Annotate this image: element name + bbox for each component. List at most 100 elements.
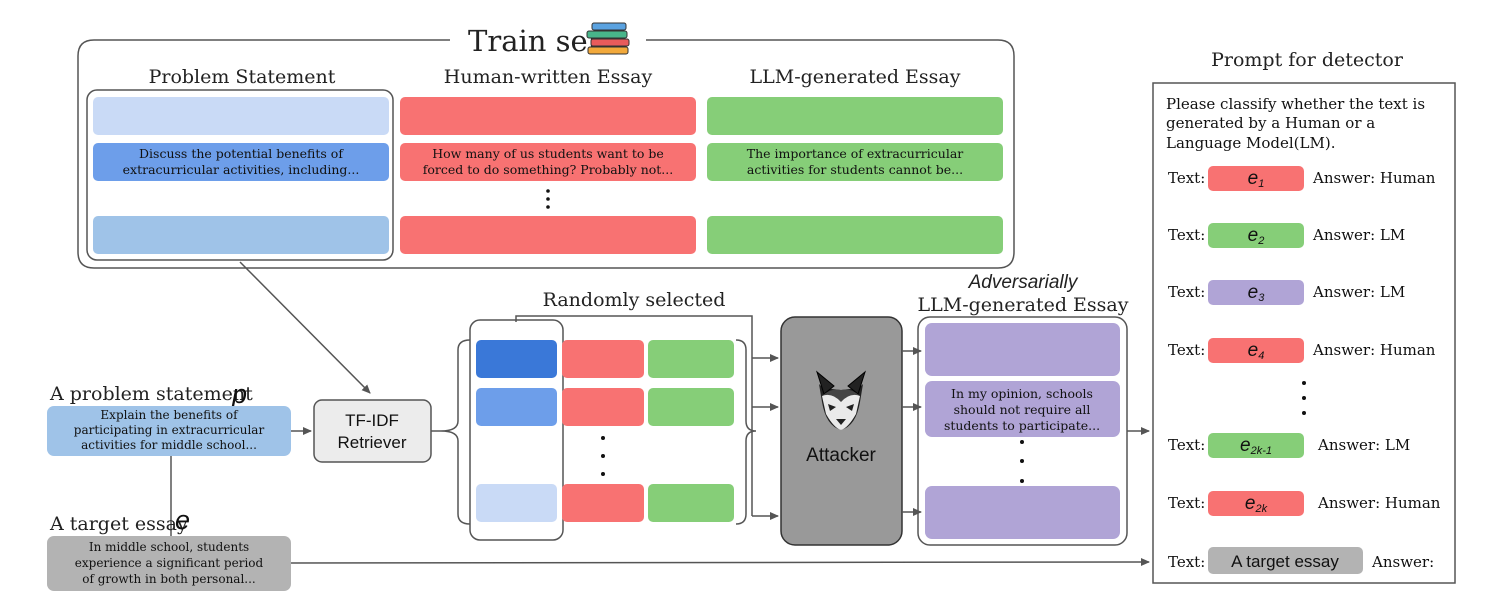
selected-llm-2 (648, 388, 734, 426)
problem-input-label: A problem statement (49, 383, 253, 405)
retriever-line-1: TF-IDF (345, 411, 399, 430)
prompt-example-row: Text: e2 Answer: LM (1168, 223, 1405, 248)
prompt-row-text-label: Text: (1168, 169, 1205, 187)
selected-problem-3 (476, 484, 557, 522)
prompt-row-essay-box (1208, 166, 1304, 191)
problem-example-line-1: Discuss the potential benefits of (139, 146, 344, 161)
prompt-row-text-label: Text: (1168, 436, 1205, 454)
prompt-target-row: Text: A target essay Answer: (1168, 547, 1434, 574)
selected-problem-1 (476, 340, 557, 378)
essay-symbol: e (175, 505, 190, 535)
prompt-row-essay-box (1208, 280, 1304, 305)
wolf-icon (816, 370, 866, 430)
left-brace (440, 339, 471, 525)
prompt-instruction-line-3: Language Model(LM). (1166, 134, 1335, 152)
problem-input-line-2: participating in extracurricular (74, 423, 265, 437)
randomly-selected-label: Randomly selected (543, 289, 726, 311)
target-essay-line-2: experience a significant period (75, 556, 264, 570)
prompt-row-answer: Answer: LM (1312, 226, 1405, 244)
retriever-line-2: Retriever (338, 433, 407, 452)
problem-row-2 (93, 143, 389, 181)
human-example-line-1: How many of us students want to be (432, 146, 664, 161)
prompt-row-essay-box (1208, 338, 1304, 363)
prompt-row-essay-symbol: e2 (1248, 225, 1265, 247)
prompt-row-answer: Answer: LM (1312, 283, 1405, 301)
problem-column-frame (86, 89, 394, 261)
target-essay-to-prompt-arrow (290, 558, 1150, 567)
adversarial-essay-2 (925, 381, 1120, 437)
problem-example-line-2: extracurricular activities, including... (123, 162, 360, 177)
human-essay-header: Human-written Essay (444, 66, 653, 88)
adversarial-essay-1 (925, 323, 1120, 376)
adversarial-example-line-3: students to participate... (944, 418, 1100, 433)
books-icon (586, 22, 630, 55)
prompt-row-answer: Answer: Human (1312, 341, 1436, 359)
problem-row-1 (93, 97, 389, 135)
prompt-target-answer: Answer: (1371, 553, 1434, 571)
adversarial-example-line-2: should not require all (954, 402, 1091, 417)
prompt-instruction-line-2: generated by a Human or a (1166, 114, 1375, 132)
selected-llm-3 (648, 484, 734, 522)
selected-ellipsis (601, 436, 605, 476)
selected-human-2 (562, 388, 644, 426)
llm-row-3 (707, 216, 1003, 254)
train-set-panel: Train set Problem Statement Human-writte… (77, 22, 1015, 269)
prompt-target-essay-box (1208, 547, 1363, 574)
train-set-title: Train set (468, 24, 600, 58)
selected-problem-2 (476, 388, 557, 426)
prompt-row-essay-box (1208, 491, 1304, 516)
problem-input-line-1: Explain the benefits of (100, 408, 239, 422)
prompt-target-essay-label: A target essay (1231, 552, 1339, 571)
human-row-1 (400, 97, 696, 135)
prompt-target-text-label: Text: (1168, 553, 1205, 571)
attacker-label: Attacker (806, 445, 876, 466)
selection-bracket (515, 315, 753, 516)
llm-example-line-1: The importance of extracurricular (747, 146, 964, 161)
llm-row-2 (707, 143, 1003, 181)
prompt-row-essay-symbol: e1 (1248, 168, 1265, 190)
problem-input-box (47, 406, 291, 456)
adversarial-essays: In my opinion, schools should not requir… (917, 316, 1128, 546)
selected-human-3 (562, 484, 644, 522)
prompt-row-essay-symbol: e2k-1 (1240, 435, 1272, 457)
prompt-row-essay-box (1208, 433, 1304, 458)
adversarial-title: LLM-generated Essay (918, 294, 1129, 316)
prompt-example-row: Text: e4 Answer: Human (1168, 338, 1436, 363)
llm-example-line-2: activities for students cannot be... (747, 162, 963, 177)
target-essay-line-1: In middle school, students (89, 540, 249, 554)
problem-input-line-3: activities for middle school... (81, 438, 257, 452)
selected-human-1 (562, 340, 644, 378)
prompt-instruction-line-1: Please classify whether the text is (1166, 95, 1425, 113)
problem-symbol: p (231, 379, 247, 409)
prompt-row-text-label: Text: (1168, 494, 1205, 512)
target-essay-line-3: of growth in both personal... (82, 572, 255, 586)
llm-row-1 (707, 97, 1003, 135)
right-brace (735, 339, 757, 525)
target-essay-input: A target essay e In middle school, stude… (47, 505, 291, 591)
prompt-title: Prompt for detector (1211, 49, 1404, 71)
target-essay-label: A target essay (49, 513, 188, 535)
prompt-row-answer: Answer: LM (1317, 436, 1410, 454)
adversarial-example-line-1: In my opinion, schools (951, 386, 1093, 401)
prompt-row-answer: Answer: Human (1312, 169, 1436, 187)
prompt-row-text-label: Text: (1168, 226, 1205, 244)
prompt-row-essay-symbol: e4 (1248, 340, 1265, 362)
prompt-row-text-label: Text: (1168, 341, 1205, 359)
tfidf-retriever: TF-IDF Retriever (313, 399, 432, 463)
adversarial-ellipsis (1020, 440, 1024, 483)
attacker-block: Attacker (780, 316, 903, 546)
prompt-row-answer: Answer: Human (1317, 494, 1441, 512)
selected-samples (469, 319, 734, 541)
prompt-example-row: Text: e1 Answer: Human (1168, 166, 1436, 191)
problem-input: A problem statement p Explain the benefi… (47, 379, 291, 456)
target-essay-box (47, 536, 291, 591)
prompt-row-essay-box (1208, 223, 1304, 248)
problem-statement-header: Problem Statement (149, 66, 336, 88)
adversarial-essay-3 (925, 486, 1120, 539)
selected-llm-1 (648, 340, 734, 378)
selected-problem-frame (469, 319, 564, 541)
